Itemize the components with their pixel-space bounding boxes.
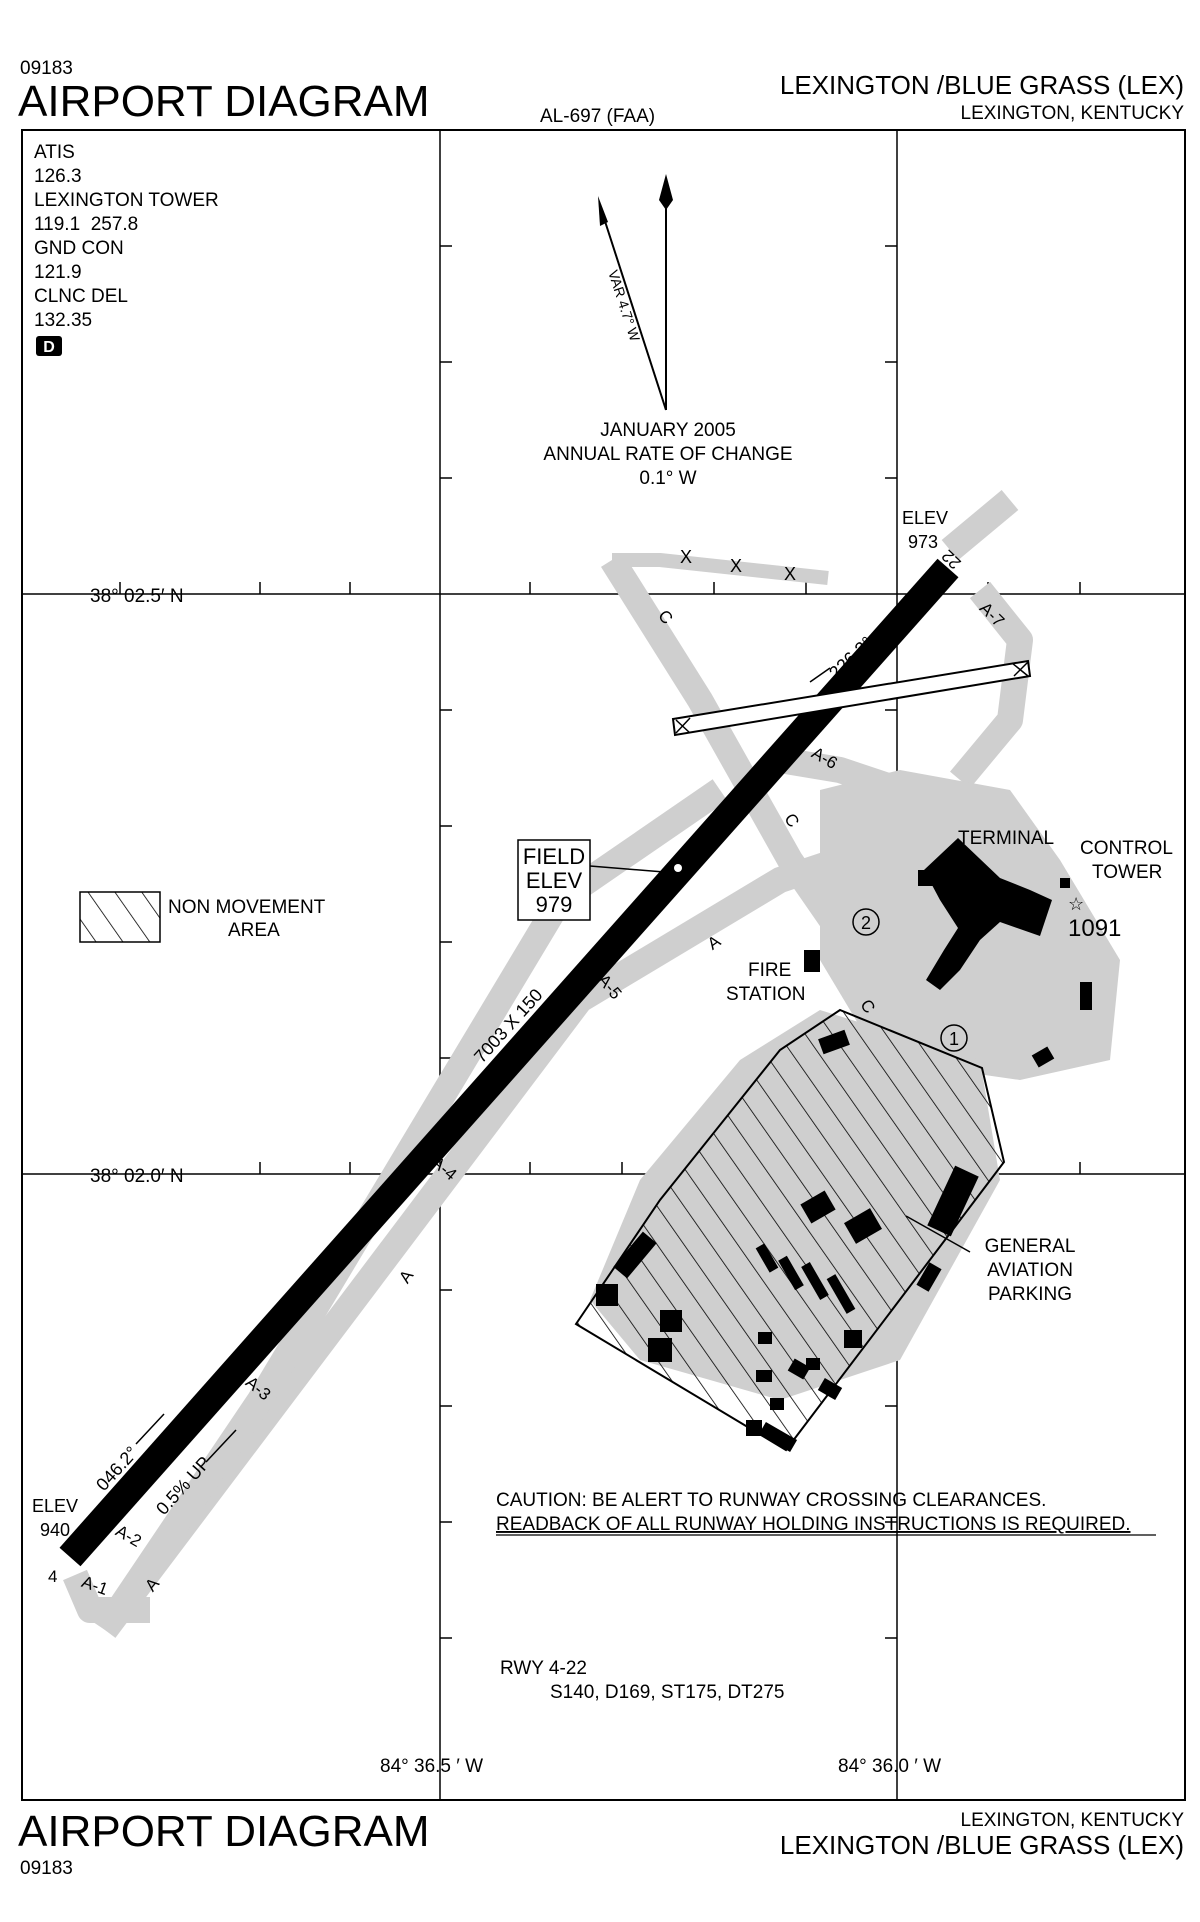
closed-runway-ends xyxy=(675,661,1029,734)
closed-marker-1: X xyxy=(680,547,692,567)
airspace-class-badge xyxy=(36,336,62,356)
clearance-frequency: 132.35 xyxy=(34,310,92,331)
frequency-block: ATIS 126.3 LEXINGTON TOWER 119.1 257.8 G… xyxy=(34,142,219,331)
longitude-west-label: 84° 36.5 ′ W xyxy=(380,1756,483,1777)
gradient-arrow xyxy=(205,1429,237,1463)
elev-sw-label: ELEV xyxy=(32,1496,78,1516)
magnetic-north-arrow xyxy=(598,196,667,411)
ga-parking-leader xyxy=(905,1215,971,1253)
field-elev-line2: ELEV xyxy=(526,868,583,893)
field-elev-line1: FIELD xyxy=(523,844,585,869)
non-movement-legend-line2: AREA xyxy=(228,920,280,941)
taxiways xyxy=(63,490,1033,1638)
field-elev-value: 979 xyxy=(536,892,573,917)
ga-parking-line1: GENERAL xyxy=(985,1236,1076,1257)
taxiway-a-7 xyxy=(950,581,1033,789)
ga-parking-line3: PARKING xyxy=(988,1284,1072,1305)
runway-extension-ne xyxy=(941,490,1019,560)
runway-strength-runway: RWY 4-22 xyxy=(500,1658,587,1679)
terminal-label: TERMINAL xyxy=(958,828,1054,849)
closed-marker-3: X xyxy=(784,564,796,584)
header-location: LEXINGTON, KENTUCKY xyxy=(961,103,1185,124)
taxiway-label-a-2: A-2 xyxy=(112,1521,144,1551)
tower-elevation: 1091 xyxy=(1068,915,1121,942)
footer-title: AIRPORT DIAGRAM xyxy=(18,1807,430,1856)
non-movement-legend-swatch xyxy=(79,891,161,943)
header-title: AIRPORT DIAGRAM xyxy=(18,77,430,126)
elev-ne-label: ELEV xyxy=(902,508,948,528)
elev-ne-value: 973 xyxy=(908,532,938,552)
field-elev-leader xyxy=(589,865,665,873)
caution-line2: READBACK OF ALL RUNWAY HOLDING INSTRUCTI… xyxy=(496,1514,1131,1535)
latitude-north-label: 38° 02.5′ N xyxy=(90,586,184,607)
heading-ne-arrow xyxy=(809,667,831,683)
fire-station-building xyxy=(804,950,820,972)
taxiway-a-extension xyxy=(94,779,728,1638)
runway-strength-values: S140, D169, ST175, DT275 xyxy=(550,1682,784,1703)
closed-taxiway xyxy=(612,553,829,585)
footer-chart-number: 09183 xyxy=(20,1858,73,1879)
terminal-building xyxy=(918,838,1052,990)
runway-4-22 xyxy=(59,558,959,1567)
hot-spot-1-icon xyxy=(940,1024,968,1052)
tower-frequency: 119.1 257.8 xyxy=(34,214,138,235)
header-chart-number: 09183 xyxy=(20,58,73,79)
hot-spot-2-label: 2 xyxy=(861,913,871,933)
hot-spot-2-icon xyxy=(852,908,880,936)
footer-location: LEXINGTON, KENTUCKY xyxy=(961,1810,1185,1831)
magnetic-date: JANUARY 2005 xyxy=(600,420,736,441)
longitude-east-label: 84° 36.0 ′ W xyxy=(838,1756,941,1777)
hangars xyxy=(596,982,1092,1453)
magnetic-rate-label: ANNUAL RATE OF CHANGE xyxy=(543,444,792,465)
airspace-class-letter: D xyxy=(43,339,55,356)
header-airport-name: LEXINGTON /BLUE GRASS (LEX) xyxy=(780,70,1184,100)
variation-label: VAR 4.7° W xyxy=(605,268,643,344)
magnetic-rate-value: 0.1° W xyxy=(639,468,696,489)
tower-label: LEXINGTON TOWER xyxy=(34,190,219,211)
fire-station-label-line1: FIRE xyxy=(748,960,791,981)
header-procedure-id: AL-697 (FAA) xyxy=(540,106,655,127)
closed-runway xyxy=(671,659,1032,737)
atis-label: ATIS xyxy=(34,142,75,163)
atis-frequency: 126.3 xyxy=(34,166,82,187)
fire-station-label-line2: STATION xyxy=(726,984,806,1005)
north-arrow xyxy=(659,174,673,410)
heading-sw-arrow xyxy=(135,1413,165,1445)
control-tower-label-line2: TOWER xyxy=(1092,862,1162,883)
runway-end-4: 4 xyxy=(48,1567,57,1586)
hot-spot-1-label: 1 xyxy=(949,1029,959,1049)
chart-frame xyxy=(21,129,1186,1801)
elev-sw-value: 940 xyxy=(40,1520,70,1540)
ground-frequency: 121.9 xyxy=(34,262,82,283)
obstacle-star-icon: ☆ xyxy=(1068,894,1084,914)
latitude-south-label: 38° 02.0′ N xyxy=(90,1166,184,1187)
control-tower-label-line1: CONTROL xyxy=(1080,838,1173,859)
ga-parking-line2: AVIATION xyxy=(987,1260,1073,1281)
clearance-label: CLNC DEL xyxy=(34,286,128,307)
field-elevation-point xyxy=(674,864,682,872)
taxiway-a-1 xyxy=(63,1569,150,1623)
ground-label: GND CON xyxy=(34,238,124,259)
closed-marker-2: X xyxy=(730,556,742,576)
taxiway-label-a-mid: A xyxy=(395,1266,417,1287)
non-movement-area xyxy=(574,1008,1006,1452)
field-elevation-box xyxy=(517,839,591,921)
control-tower-building xyxy=(1060,878,1070,888)
non-movement-legend-line1: NON MOVEMENT xyxy=(168,897,326,918)
footer-airport-name: LEXINGTON /BLUE GRASS (LEX) xyxy=(780,1830,1184,1860)
caution-line1: CAUTION: BE ALERT TO RUNWAY CROSSING CLE… xyxy=(496,1490,1046,1511)
